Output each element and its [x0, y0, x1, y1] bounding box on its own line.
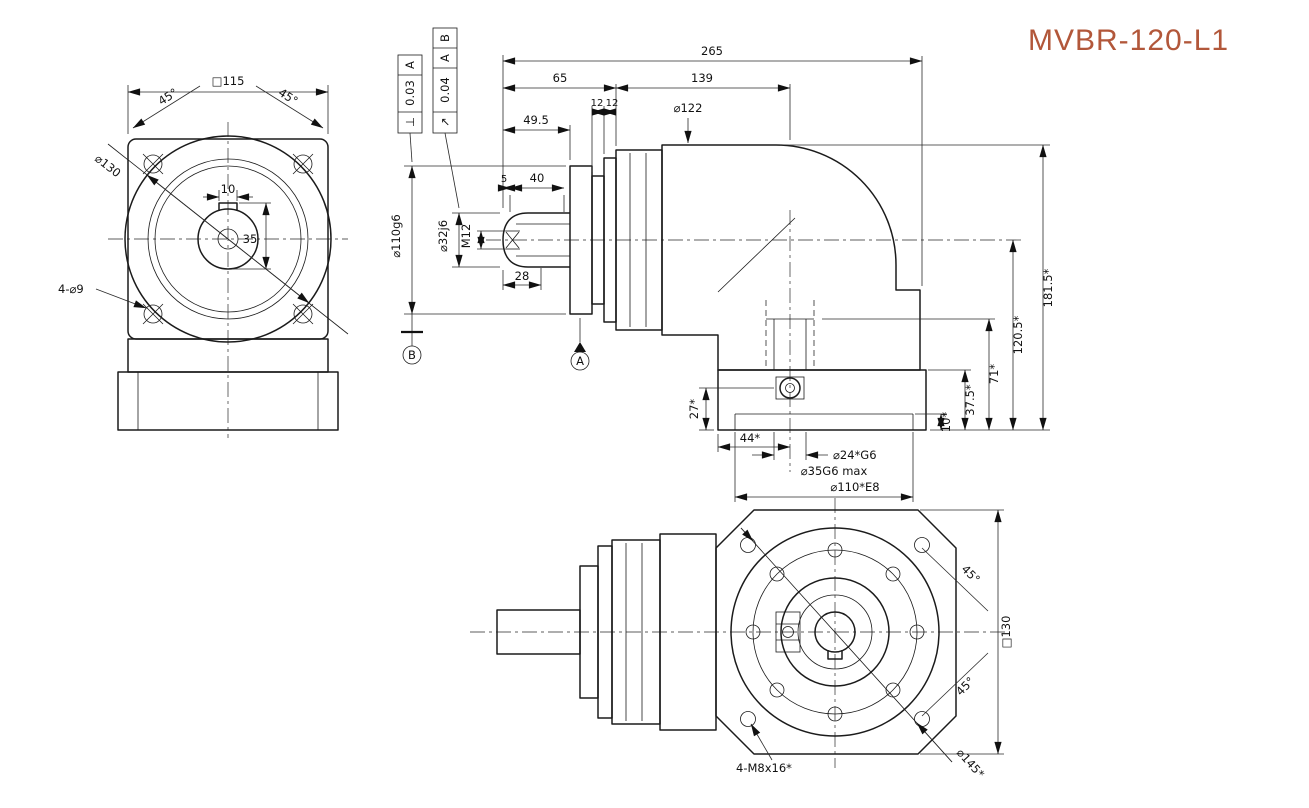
- dim-front-holes: 4-⌀9: [58, 282, 84, 296]
- bottom-view: □130 45° 45° 4-M8x16* ⌀145*: [470, 498, 1013, 781]
- front-dimension-lines: [95, 85, 329, 309]
- tolerance2-value: 0.04: [438, 77, 452, 103]
- dim-front-key-width: 10: [221, 182, 236, 196]
- dim-axis-offset: 44*: [740, 431, 761, 445]
- datum-a-label: A: [576, 354, 584, 368]
- front-centerlines: [108, 122, 348, 438]
- dim-step2: 12: [606, 98, 619, 109]
- dim-bottom-angle-top: 45°: [959, 562, 983, 586]
- dim-body-length: 139: [691, 71, 713, 85]
- dim-height-spigot: 10*: [939, 412, 953, 433]
- runout-icon: ↗: [438, 117, 452, 127]
- perpendicularity-icon: ⊥: [403, 117, 417, 127]
- dim-front-angle-left: 45°: [155, 85, 180, 108]
- bottom-dimension-lines: [740, 509, 1004, 763]
- dim-mount-holes: 4-M8x16*: [736, 761, 792, 775]
- front-body-circle: [124, 135, 332, 343]
- front-shaft-circle: [217, 228, 239, 250]
- dim-out-spigot: ⌀110*E8: [830, 480, 879, 494]
- front-keyway: [218, 202, 238, 211]
- dim-height-axis: 120.5*: [1011, 315, 1025, 354]
- dim-bottom-bolt-circle: ⌀145*: [954, 746, 988, 781]
- dim-front-bore-depth: 35: [243, 232, 258, 246]
- side-view: B A: [389, 44, 1055, 502]
- flange-screw-detail: [775, 376, 805, 400]
- datum-b-label: B: [408, 348, 416, 362]
- bottom-bolt-circle: [752, 549, 918, 715]
- output-bore-lines: [765, 300, 815, 370]
- dim-shaft-dia: ⌀32j6: [436, 220, 450, 252]
- front-corner-holes: [142, 153, 314, 325]
- dim-key-length: 40: [530, 171, 545, 185]
- input-shaft-section: [502, 212, 570, 268]
- dim-front-square: □115: [212, 74, 245, 88]
- output-flange: [717, 369, 927, 431]
- dim-step1: 12: [591, 98, 604, 109]
- dim-front-bolt-circle: ⌀130: [92, 151, 123, 180]
- datum-a-flag: A: [570, 318, 590, 371]
- dim-shaft-length: 49.5: [523, 113, 549, 127]
- dim-front-angle-right: 45°: [276, 85, 301, 108]
- tolerance2-datum1: A: [438, 54, 452, 62]
- front-base: [117, 338, 339, 431]
- elbow-housing: [661, 144, 921, 371]
- bottom-keyway: [827, 650, 843, 660]
- front-bore-circle: [197, 208, 259, 270]
- dim-body-dia: ⌀122: [674, 101, 703, 115]
- bottom-bolt-holes: [745, 542, 925, 722]
- datum-b-flag: B: [401, 314, 423, 365]
- bottom-bore-circle: [814, 611, 856, 653]
- side-dimension-lines: [404, 55, 1050, 502]
- dim-flange-dia: ⌀110g6: [389, 214, 403, 258]
- dim-height-flange: 37.5*: [963, 384, 977, 416]
- dim-height-total: 181.5*: [1041, 268, 1055, 307]
- dim-out-bore-max: ⌀35G6 max: [801, 464, 868, 478]
- tolerance1-datum: A: [403, 61, 417, 69]
- dim-out-bore: ⌀24*G6: [833, 448, 877, 462]
- dim-input-length: 65: [553, 71, 568, 85]
- tolerance1-value: 0.03: [403, 80, 417, 106]
- front-pilot-circle: [147, 158, 309, 320]
- page-title: MVBR-120-L1: [1028, 24, 1229, 57]
- bottom-hub-circle: [780, 577, 890, 687]
- front-view: □115 45° 45° ⌀130 10 35 4-⌀9: [58, 74, 349, 438]
- dim-screw-offset: 27*: [687, 399, 701, 420]
- dim-bore-depth: 28: [515, 269, 530, 283]
- bottom-hub-inner-circle: [797, 594, 873, 670]
- dim-height-body: 71*: [987, 364, 1001, 385]
- front-pilot-circle-inner: [154, 165, 302, 313]
- bottom-spigot-circle: [730, 527, 940, 737]
- dim-overall-length: 265: [701, 44, 723, 58]
- clamp-screw-detail: [775, 611, 801, 653]
- tolerance2-datum2: B: [438, 34, 452, 42]
- tolerance-frames: A 0.03 ⊥ B A 0.04 ↗: [397, 27, 460, 209]
- bottom-flange-outline: [715, 509, 957, 755]
- dim-bottom-square: □130: [999, 616, 1013, 649]
- dim-key-offset: 5: [501, 174, 507, 185]
- elbow-inner-chamfer: [717, 217, 796, 293]
- dim-thread: M12: [459, 224, 473, 249]
